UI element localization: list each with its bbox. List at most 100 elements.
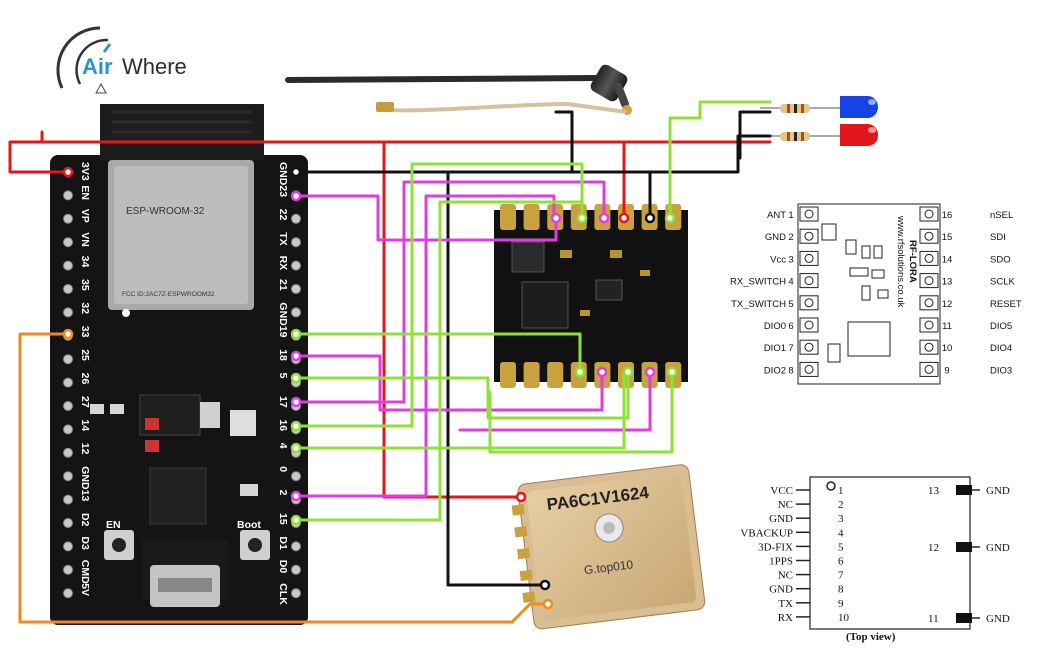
esp32-pin-label: 22 (277, 209, 289, 221)
esp32-pin-label: 18 (277, 349, 289, 361)
esp32-pin-label: 13 (79, 490, 91, 502)
gps-pin-name: 3D-FIX (758, 541, 793, 553)
wire-endpoint-dot (576, 212, 588, 224)
gps-pin-name: VCC (770, 485, 793, 497)
esp32-pin: 5V (63, 583, 91, 599)
rf-lora-pin-name: DIO3 (990, 365, 1012, 376)
esp32-pin-label: 3V3 (79, 162, 91, 181)
esp32-pin-label: D0 (277, 560, 289, 574)
esp32-pin-label: 19 (277, 326, 289, 338)
led-red (760, 124, 878, 146)
wire-endpoint-dot (290, 372, 302, 384)
gps-pin-name: RX (778, 612, 793, 624)
rf-lora-pin-number: 9 (944, 365, 949, 376)
esp32-pin-label: CMD (79, 560, 91, 584)
esp32-pin: 27 (63, 396, 91, 411)
wire-endpoint-dot (598, 212, 610, 224)
esp32-pin-label: VP (79, 209, 91, 223)
gps-pad (514, 526, 528, 538)
rf-lora-pin-number: 11 (942, 321, 952, 332)
esp32-pin-label: TX (277, 232, 289, 245)
wire-endpoint-dot (290, 420, 302, 432)
esp32-pin-label: GND (277, 302, 289, 326)
led-blue (760, 96, 878, 118)
esp32-pin: TX (277, 232, 301, 248)
rf-lora-pin-number: 4 (788, 277, 793, 288)
gps-pin-number: 5 (838, 541, 844, 553)
esp32-pin: CMD (63, 560, 91, 584)
esp32-pin: 21 (277, 279, 301, 294)
rf-lora-pin-name: SDO (990, 254, 1011, 265)
gps-pin-number: 6 (838, 556, 844, 568)
esp32-pin-label: 16 (277, 419, 289, 431)
wire-endpoint-dot (62, 166, 74, 178)
wire-endpoint-dot (290, 166, 302, 178)
esp32-pin-label: 34 (79, 256, 91, 268)
gps-pinout-pin: RX 10 (778, 612, 850, 624)
esp32-pin-label: 33 (79, 326, 91, 338)
rf-lora-pin: 9 DIO3 (919, 361, 1012, 377)
wire-endpoint-dot (290, 442, 302, 454)
esp32-pin: 34 (63, 256, 91, 271)
gps-pin-number: 7 (838, 570, 844, 582)
logo-air: Air (82, 54, 113, 79)
rf-lora-pin-name: DIO4 (990, 343, 1012, 354)
fcc-label: FCC ID:2AC7Z-ESPWROOM32 (122, 291, 215, 298)
esp32-pin: GND (63, 466, 91, 490)
wire-endpoint-dot (62, 328, 74, 340)
wire-endpoint-dot (515, 491, 527, 503)
gps-pin-number: 4 (838, 527, 844, 539)
rf-lora-pin-number: 1 (788, 210, 793, 221)
antenna (285, 64, 632, 115)
rf-lora-pin: 14 SDO (919, 250, 1011, 266)
esp32-pin-label: 15 (277, 513, 289, 525)
rf-lora-pin-name: SCLK (990, 277, 1015, 288)
esp32-pin-label: EN (79, 185, 91, 200)
rf-lora-pin-name: GND (765, 232, 786, 243)
rf-lora-pin-number: 5 (788, 299, 793, 310)
rf-lora-pin-number: 7 (788, 343, 793, 354)
esp32-pin-label: 27 (79, 396, 91, 408)
rf-lora-pin-name: RX_SWITCH (730, 277, 786, 288)
esp32-pin: D2 (63, 513, 91, 528)
gps-pin-name: NC (778, 499, 793, 511)
rf-lora-pin-name: DIO1 (764, 343, 786, 354)
rf-lora-pin-number: 6 (788, 321, 793, 332)
rf-lora-pin-name: DIO5 (990, 321, 1012, 332)
esp32-pin: RX (277, 256, 301, 271)
rf-lora-pin-name: TX_SWITCH (731, 299, 786, 310)
rf-lora-pin-name: Vcc (770, 254, 786, 265)
rf-lora-pin-number: 14 (942, 254, 953, 265)
esp32-pin-label: 14 (79, 419, 91, 431)
lora-pad (523, 204, 540, 230)
esp32-pin: 25 (63, 349, 91, 365)
gps-pin-name: TX (778, 598, 793, 610)
esp32-pin-label: 32 (79, 302, 91, 314)
gps-pin-number: 12 (928, 542, 939, 554)
wire-endpoint-dot (618, 212, 630, 224)
wire-endpoint-dot (550, 212, 562, 224)
esp32-pin-label: GND (79, 466, 91, 490)
gps-view-label: (Top view) (846, 631, 896, 643)
wire-endpoint-dot (290, 514, 302, 526)
rf-lora-pin-name: RESET (990, 299, 1022, 310)
gps-pin-number: 10 (838, 612, 850, 624)
